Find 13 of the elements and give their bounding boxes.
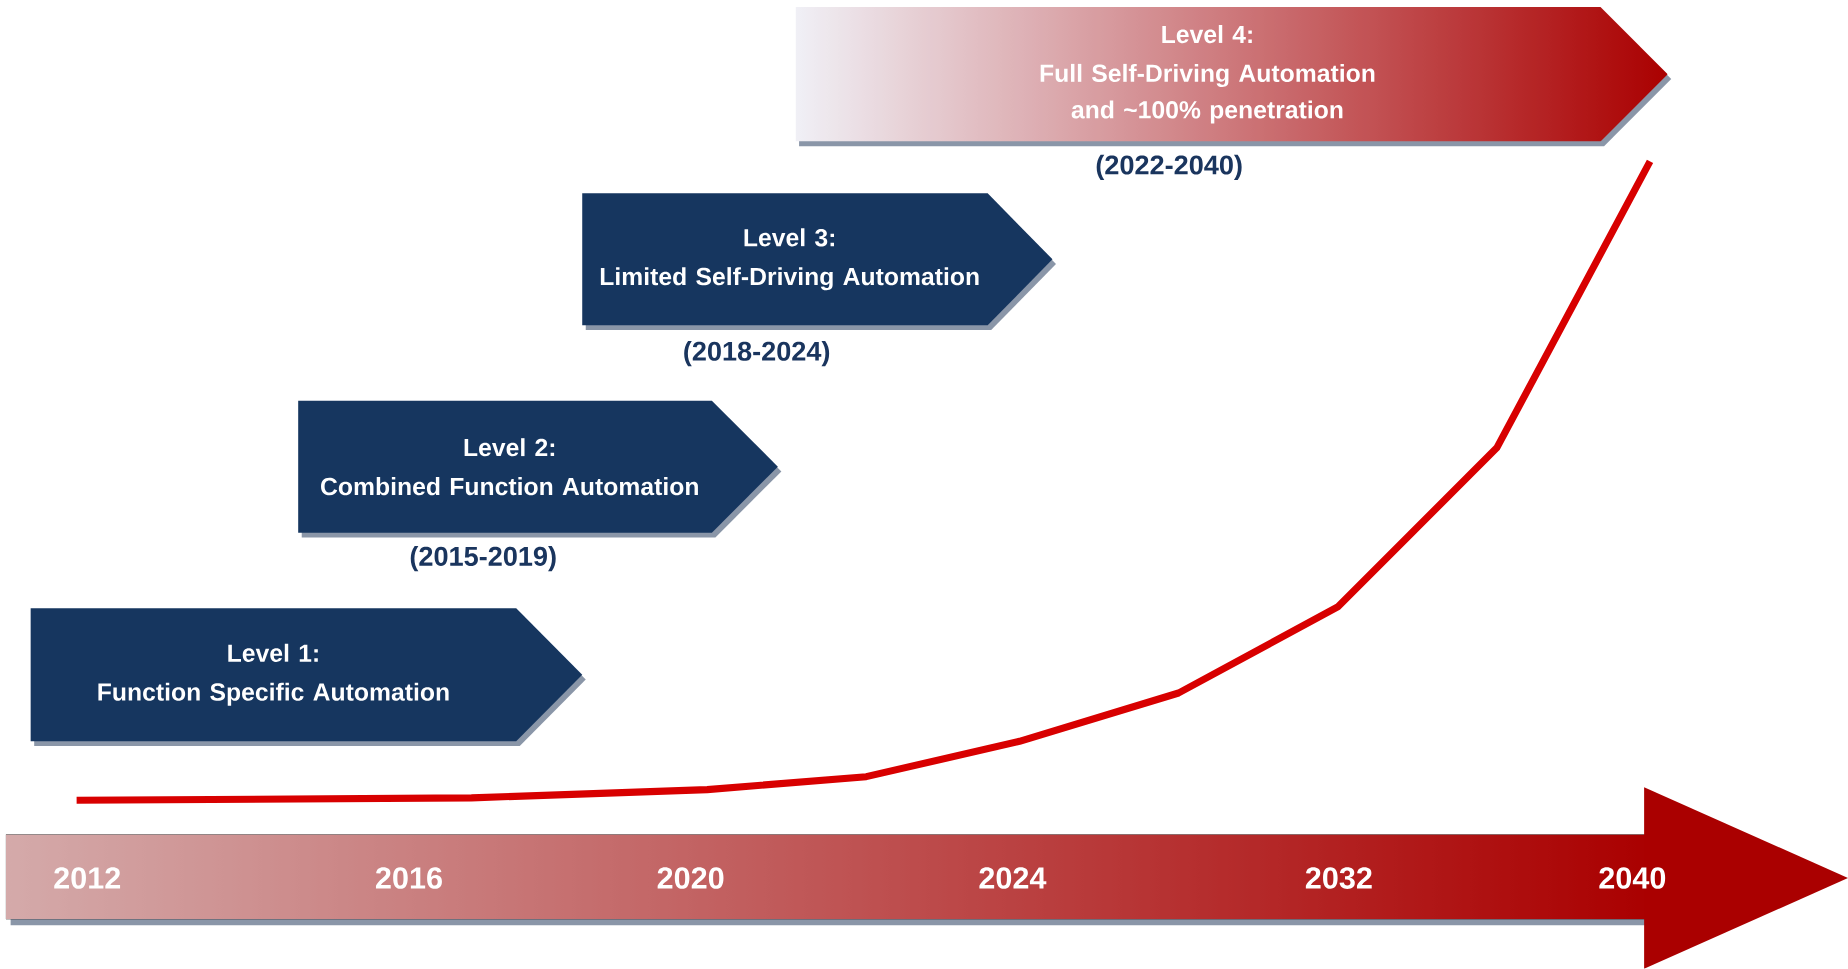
- year-label: 2016: [375, 867, 442, 889]
- year-label: 2040: [1599, 867, 1666, 889]
- date-range: (2022-2040): [1096, 154, 1242, 181]
- date-range: (2015-2019): [410, 546, 556, 572]
- year-label: 2012: [54, 867, 121, 889]
- arrow-box: Level 2: Combined Function Automation: [298, 400, 782, 538]
- year-label: 2032: [1305, 867, 1372, 889]
- arrow-box: Level 4: Full Self-Driving Automation and ~100% penetration: [795, 7, 1672, 147]
- arrow-box: Level 3: Limited Self-Driving Automation: [582, 193, 1056, 331]
- arrow-box: Level 1: Function Specific Automation: [30, 608, 586, 747]
- year-label: 2020: [657, 867, 724, 889]
- year-label: 2024: [979, 867, 1047, 889]
- date-range: (2018-2024): [684, 341, 830, 367]
